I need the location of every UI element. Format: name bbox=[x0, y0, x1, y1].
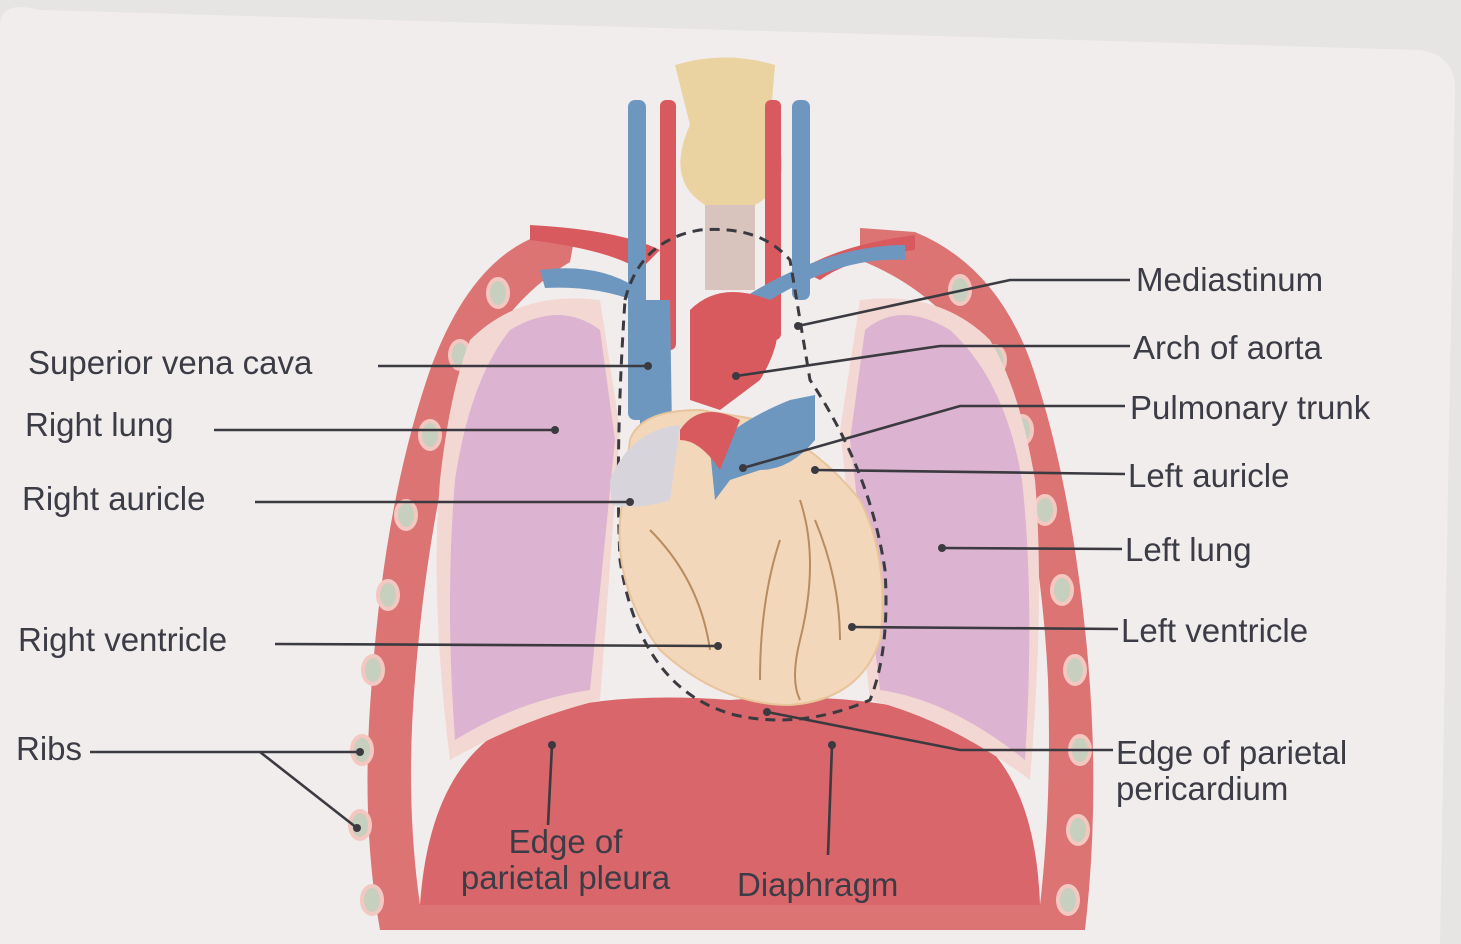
leader-left-lung bbox=[942, 548, 1122, 549]
label-mediastinum: Mediastinum bbox=[1136, 263, 1323, 296]
label-right-auricle: Right auricle bbox=[22, 482, 205, 515]
label-right-lung: Right lung bbox=[25, 408, 174, 441]
label-left-auricle: Left auricle bbox=[1128, 459, 1289, 492]
label-superior-vena-cava: Superior vena cava bbox=[28, 346, 312, 379]
label-edge-of-parietal-pericardium-line2: pericardium bbox=[1116, 771, 1347, 807]
label-diaphragm: Diaphragm bbox=[737, 868, 898, 901]
label-right-ventricle: Right ventricle bbox=[18, 623, 227, 656]
label-edge-of-parietal-pericardium-line1: Edge of parietal bbox=[1116, 735, 1347, 771]
label-ribs: Ribs bbox=[16, 732, 82, 765]
label-edge-of-parietal-pericardium: Edge of parietal pericardium bbox=[1116, 735, 1347, 806]
label-left-ventricle: Left ventricle bbox=[1121, 614, 1308, 647]
label-pulmonary-trunk: Pulmonary trunk bbox=[1130, 391, 1370, 424]
label-left-lung: Left lung bbox=[1125, 533, 1252, 566]
label-edge-of-parietal-pleura-line1: Edge of bbox=[438, 824, 693, 860]
label-edge-of-parietal-pleura: Edge of parietal pleura bbox=[438, 824, 693, 895]
label-edge-of-parietal-pleura-line2: parietal pleura bbox=[438, 860, 693, 896]
label-arch-of-aorta: Arch of aorta bbox=[1133, 331, 1322, 364]
